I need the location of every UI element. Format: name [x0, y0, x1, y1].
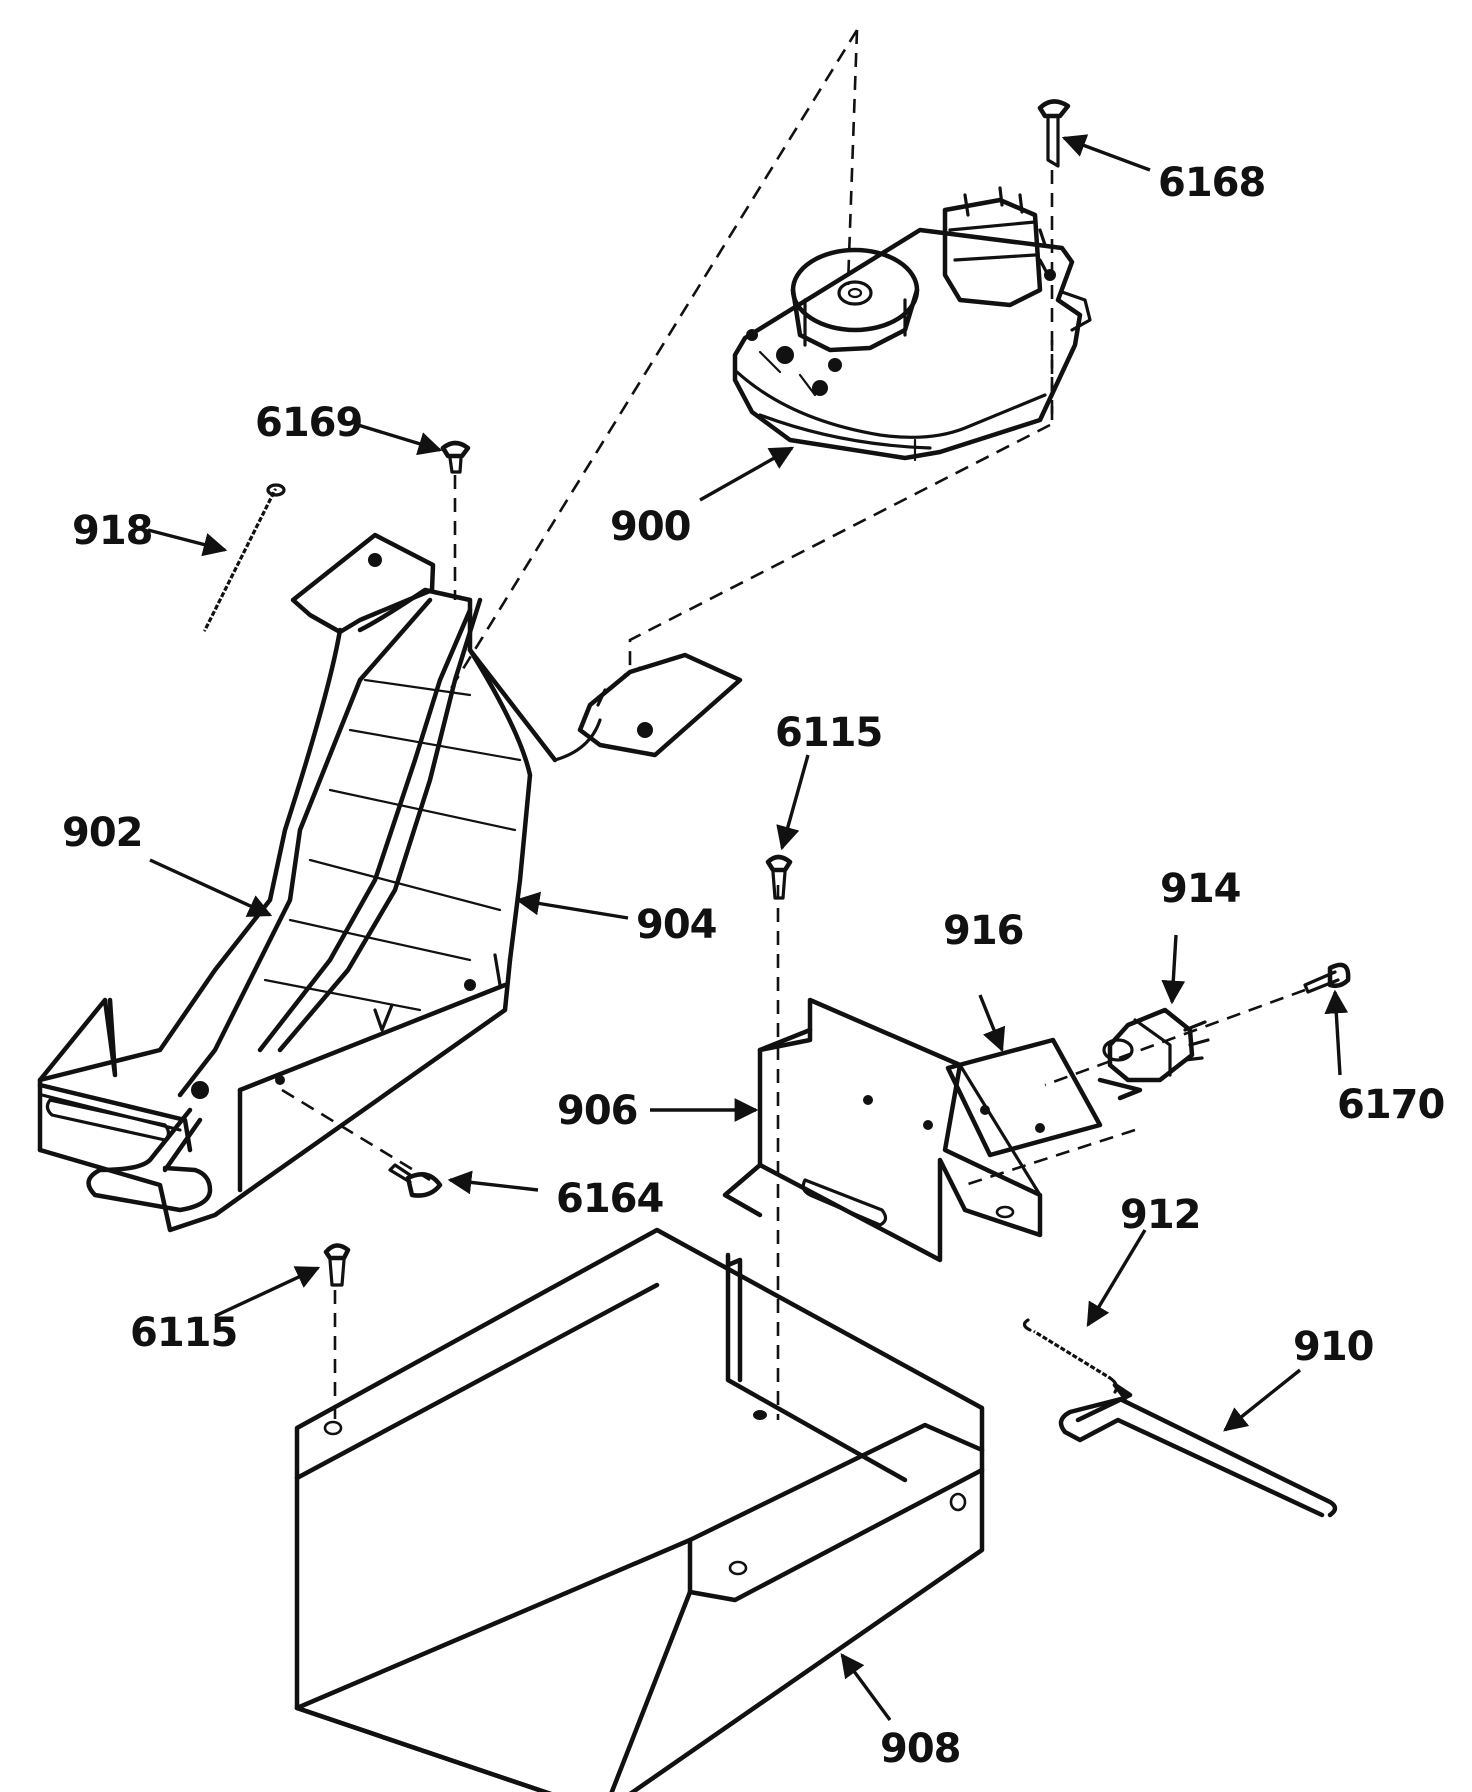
label-6115-bottom: 6115: [130, 1310, 237, 1356]
tray-908: [294, 1227, 985, 1792]
microswitch-914: [1097, 1007, 1210, 1101]
screw-6164: [388, 1163, 443, 1198]
spring-912: [1022, 1318, 1119, 1394]
part-number-labels: 6168 6169 918 900 6115 902 904 916 914 6…: [62, 160, 1445, 1772]
screw-6115-top: [765, 854, 793, 900]
rod-910: [1058, 1382, 1338, 1518]
label-908: 908: [880, 1726, 961, 1772]
screw-6168: [1037, 99, 1071, 168]
assembly-guide-lines: [281, 29, 1306, 1420]
mounting-bracket-906: [722, 997, 1043, 1263]
label-6115-top: 6115: [775, 710, 882, 756]
screw-6170: [1303, 962, 1351, 994]
label-912: 912: [1120, 1192, 1201, 1238]
spring-918: [202, 483, 286, 632]
label-900: 900: [610, 504, 691, 550]
label-914: 914: [1160, 866, 1241, 912]
timer-motor-900: [732, 186, 1092, 462]
label-906: 906: [557, 1088, 638, 1134]
label-918: 918: [72, 508, 153, 554]
label-902: 902: [62, 810, 143, 856]
label-6168: 6168: [1158, 160, 1265, 206]
insulator-916: [945, 1037, 1103, 1158]
label-904: 904: [636, 902, 717, 948]
label-910: 910: [1293, 1324, 1374, 1370]
leader-arrows: [147, 134, 1349, 1722]
label-916: 916: [943, 908, 1024, 954]
label-6169: 6169: [255, 400, 362, 446]
label-6170: 6170: [1337, 1082, 1444, 1128]
chute-bracket-902-904: [37, 532, 743, 1233]
label-6164: 6164: [556, 1176, 663, 1222]
screw-6169: [440, 440, 471, 474]
screw-6115-bottom: [323, 1243, 351, 1287]
